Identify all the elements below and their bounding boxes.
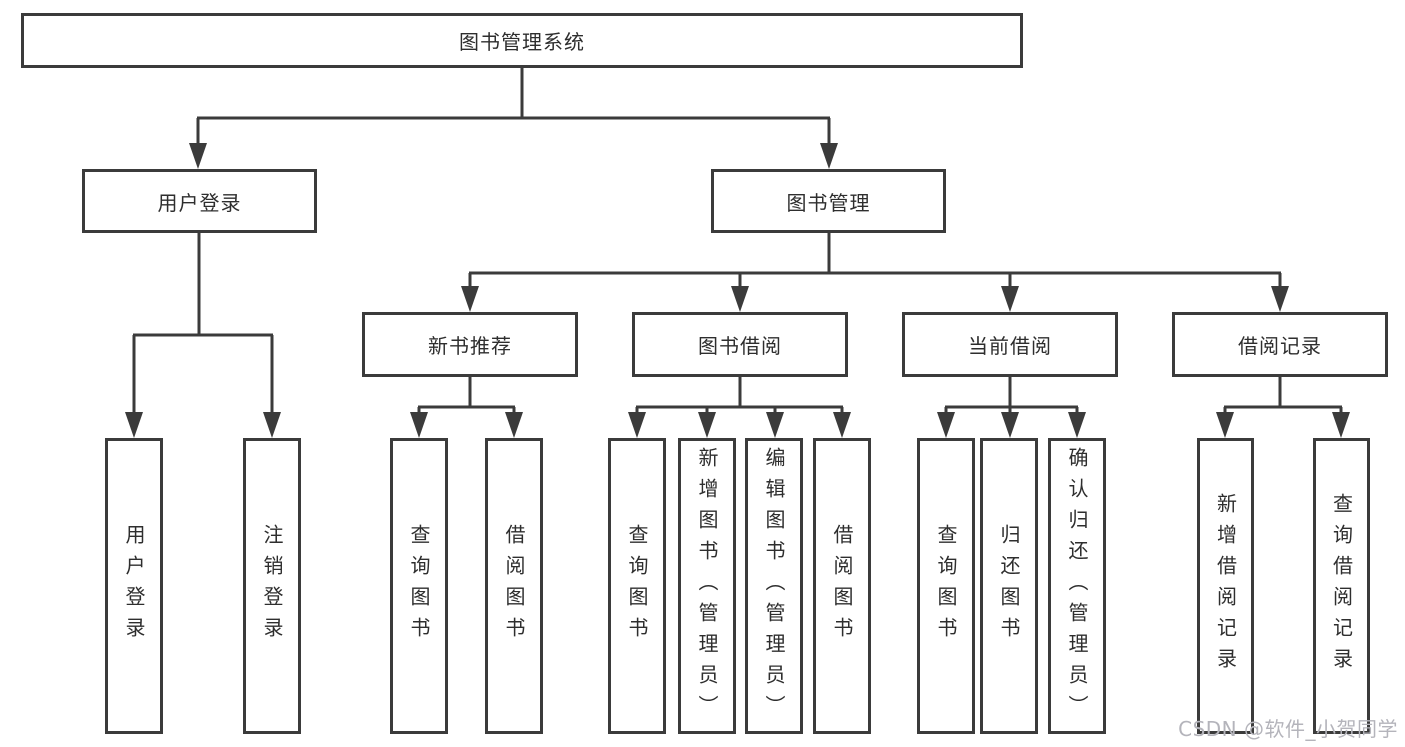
connector-root — [196, 68, 831, 150]
node-add-books-admin-label: 新增图书（管理员） — [695, 446, 719, 726]
node-user-login-label: 用户登录 — [157, 190, 242, 215]
node-borrow-books-action-label: 借阅图书 — [830, 524, 854, 648]
node-confirm-return-admin-label: 确认归还（管理员） — [1065, 446, 1089, 726]
node-return-books: 归还图书 — [980, 438, 1038, 734]
node-add-borrow-record-label: 新增借阅记录 — [1213, 493, 1238, 679]
connector-borrow-records — [1223, 377, 1343, 420]
node-add-borrow-record: 新增借阅记录 — [1197, 438, 1254, 734]
node-logout-action: 注销登录 — [243, 438, 301, 734]
connector-book-borrow — [635, 377, 844, 420]
node-current-borrow: 当前借阅 — [902, 312, 1118, 377]
node-borrow-books-recommend: 借阅图书 — [485, 438, 543, 734]
node-edit-books-admin-label: 编辑图书（管理员） — [762, 446, 786, 726]
node-current-borrow-label: 当前借阅 — [968, 334, 1052, 358]
node-new-book-recommend-label: 新书推荐 — [428, 334, 512, 358]
node-library-system-label: 图书管理系统 — [459, 30, 585, 54]
node-library-system: 图书管理系统 — [21, 13, 1023, 68]
node-book-borrow: 图书借阅 — [632, 312, 848, 377]
node-add-books-admin: 新增图书（管理员） — [678, 438, 736, 734]
node-query-books-borrow-label: 查询图书 — [625, 524, 649, 648]
node-query-borrow-record: 查询借阅记录 — [1313, 438, 1370, 734]
node-logout-action-label: 注销登录 — [260, 524, 284, 648]
node-query-books-recommend: 查询图书 — [390, 438, 448, 734]
node-borrow-records: 借阅记录 — [1172, 312, 1388, 377]
node-book-management: 图书管理 — [711, 169, 946, 233]
node-query-books-current: 查询图书 — [917, 438, 975, 734]
node-borrow-records-label: 借阅记录 — [1238, 334, 1322, 358]
arrowheads — [125, 143, 1350, 438]
node-query-books-current-label: 查询图书 — [934, 524, 958, 648]
connector-new-book-recommend — [417, 377, 516, 420]
node-book-management-label: 图书管理 — [786, 190, 871, 215]
node-user-login-action-label: 用户登录 — [122, 524, 146, 648]
node-edit-books-admin: 编辑图书（管理员） — [745, 438, 803, 734]
connector-user-login — [132, 233, 274, 418]
node-query-books-recommend-label: 查询图书 — [407, 524, 431, 648]
node-new-book-recommend: 新书推荐 — [362, 312, 578, 377]
node-borrow-books-recommend-label: 借阅图书 — [502, 524, 526, 648]
node-user-login: 用户登录 — [82, 169, 317, 233]
node-book-borrow-label: 图书借阅 — [698, 334, 782, 358]
connector-book-management — [468, 233, 1282, 294]
node-query-books-borrow: 查询图书 — [608, 438, 666, 734]
node-confirm-return-admin: 确认归还（管理员） — [1048, 438, 1106, 734]
node-return-books-label: 归还图书 — [997, 524, 1021, 648]
node-query-borrow-record-label: 查询借阅记录 — [1329, 493, 1354, 679]
node-borrow-books-action: 借阅图书 — [813, 438, 871, 734]
node-user-login-action: 用户登录 — [105, 438, 163, 734]
